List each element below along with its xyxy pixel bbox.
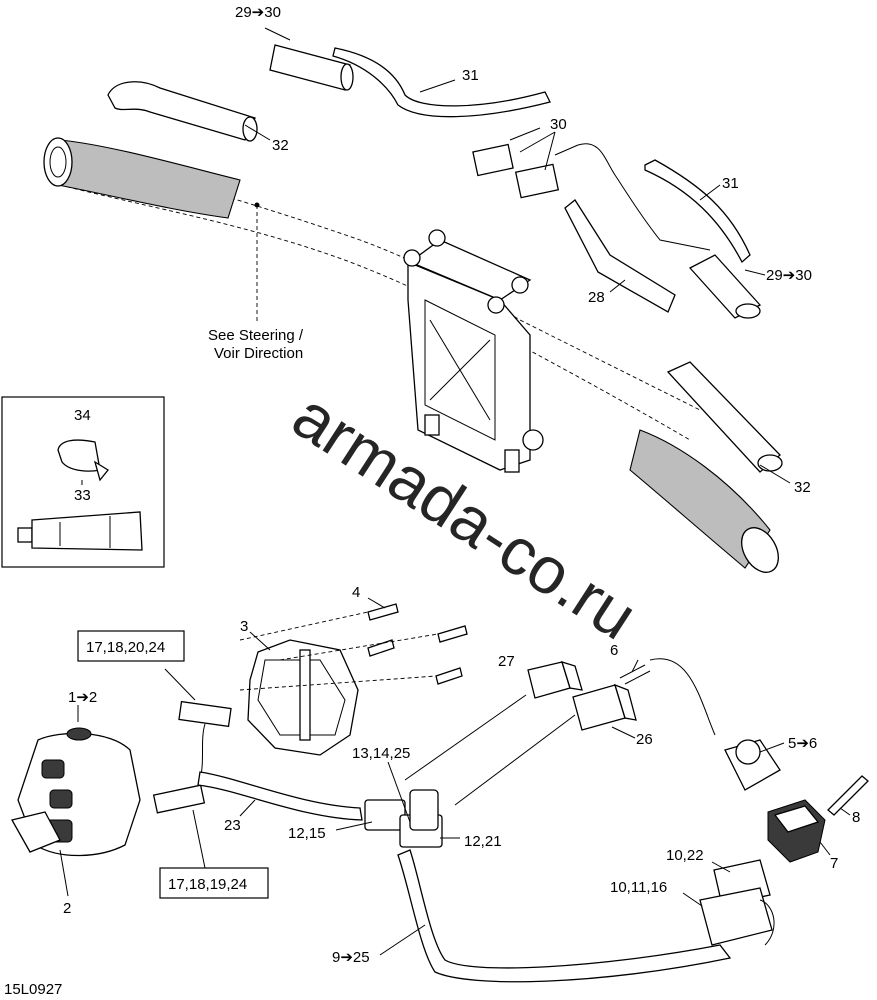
right-grip — [629, 429, 771, 569]
screws-4 — [239, 603, 468, 691]
callout-12-15: 12,15 — [288, 825, 326, 842]
diagram-id: 15L0927 — [4, 981, 62, 998]
callout-1-2: 1➔2 — [68, 689, 97, 706]
sleeve-right — [688, 254, 762, 319]
control-switch — [11, 727, 141, 857]
sensor-5 — [724, 739, 781, 791]
harness-23 — [197, 771, 363, 821]
cable-right — [644, 159, 751, 264]
callout-31-right: 31 — [722, 175, 739, 192]
central-connectors — [364, 789, 443, 848]
tube-33 — [17, 511, 143, 551]
callout-5-6: 5➔6 — [788, 735, 817, 752]
callout-10-11-16: 10,11,16 — [610, 879, 667, 896]
pin-8 — [827, 775, 869, 816]
connectors-30 — [472, 127, 711, 251]
sleeve-top — [269, 44, 354, 91]
callout-34: 34 — [74, 407, 91, 424]
harness-main — [397, 849, 732, 983]
steering-note-line2: Voir Direction — [214, 345, 303, 362]
handlebar — [43, 137, 779, 573]
connector-lower — [152, 784, 206, 814]
callout-30: 30 — [550, 116, 567, 133]
connector-26 — [572, 683, 637, 731]
bar-insert-top — [107, 81, 258, 142]
callout-29-30-top: 29➔30 — [235, 4, 281, 21]
callout-29-30-right: 29➔30 — [766, 267, 812, 284]
callout-6: 6 — [610, 642, 618, 659]
callout-8: 8 — [852, 809, 860, 826]
callout-2: 2 — [63, 900, 71, 917]
cable-top — [332, 47, 551, 118]
callout-12-21: 12,21 — [464, 833, 502, 850]
callout-9-25: 9➔25 — [332, 949, 370, 966]
callout-box-lower — [159, 867, 269, 899]
tube-28 — [564, 199, 676, 313]
callout-32-top: 32 — [272, 137, 289, 154]
callout-27: 27 — [498, 653, 515, 670]
callout-10-22: 10,22 — [666, 847, 704, 864]
callout-28: 28 — [588, 289, 605, 306]
switch-housing-3 — [247, 639, 359, 756]
callout-23: 23 — [224, 817, 241, 834]
steering-note-line1: See Steering / — [208, 327, 304, 344]
callout-3: 3 — [240, 618, 248, 635]
bracket-7 — [767, 799, 826, 863]
clip-34 — [57, 439, 109, 482]
callout-box-lower-text: 17,18,19,24 — [168, 876, 247, 893]
connector-27 — [527, 661, 583, 699]
callout-33: 33 — [74, 487, 91, 504]
terminals-6 — [619, 664, 651, 685]
callout-13-14-25: 13,14,25 — [352, 745, 410, 762]
callout-4: 4 — [352, 584, 360, 601]
callout-box-upper-text: 17,18,20,24 — [86, 639, 165, 656]
callout-32-right: 32 — [794, 479, 811, 496]
leader-lines — [59, 27, 851, 956]
callout-box-upper — [77, 630, 185, 662]
relays-10 — [699, 859, 775, 946]
left-grip — [57, 139, 241, 219]
callout-7: 7 — [830, 855, 838, 872]
callout-31-top: 31 — [462, 67, 479, 84]
connector-upper — [178, 700, 232, 728]
steering-riser — [403, 229, 544, 473]
callout-26: 26 — [636, 731, 653, 748]
